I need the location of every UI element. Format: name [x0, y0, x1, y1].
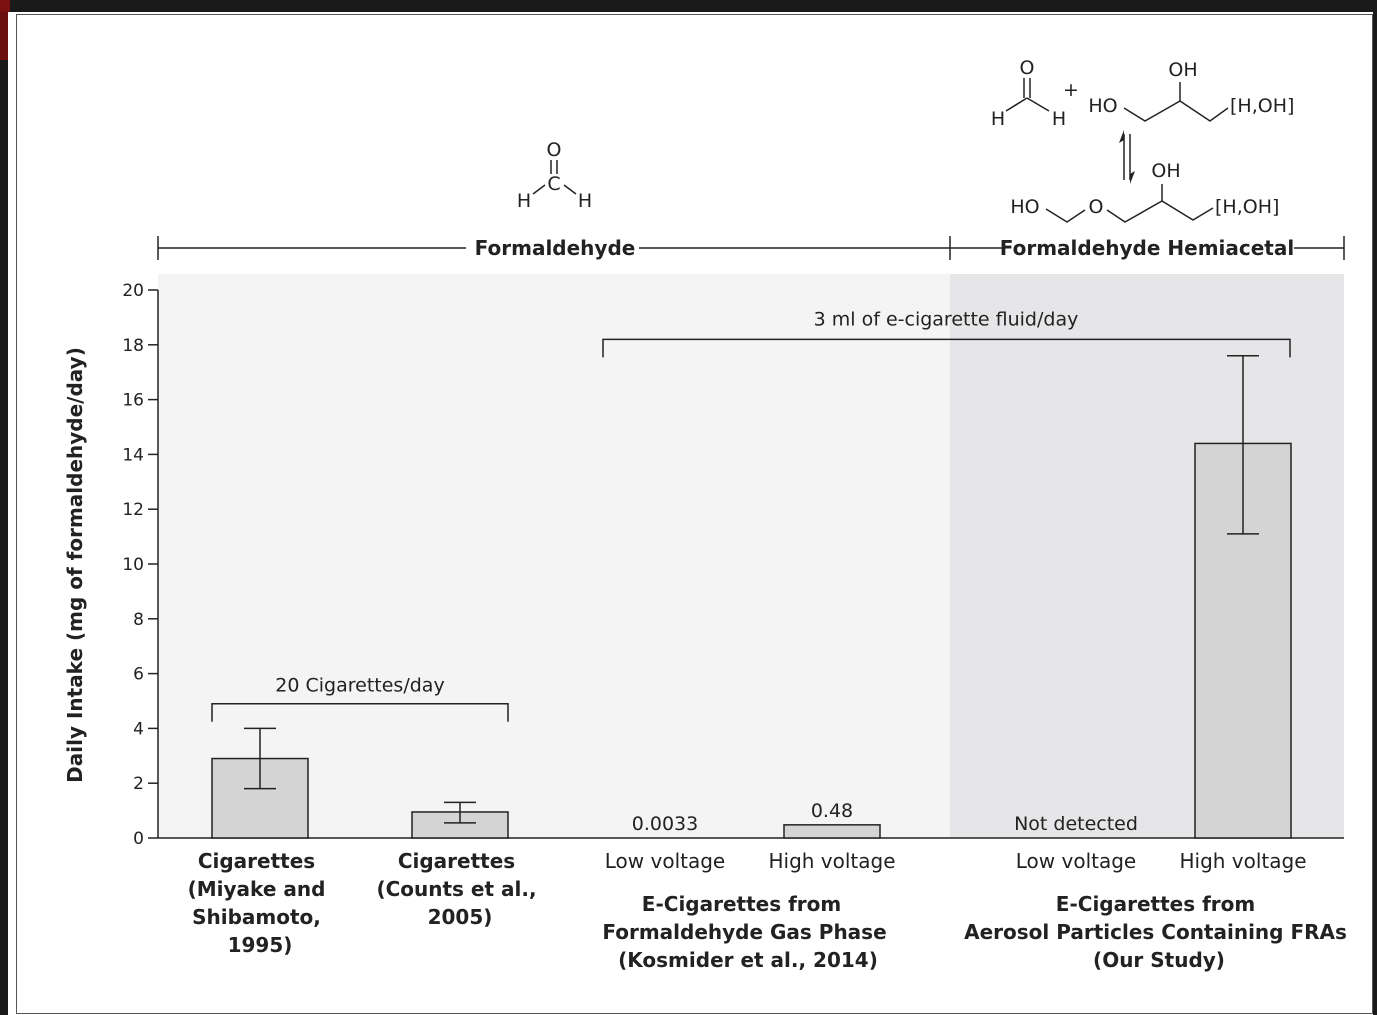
bar-value-label: 0.0033 [632, 813, 698, 835]
right-border-bar [1373, 0, 1377, 1015]
formaldehyde-hydrogen-left: H [517, 190, 531, 212]
category-label-cigarettes-counts: Cigarettes (Counts et al., 2005) [376, 849, 543, 929]
bar-value-label: Not detected [1014, 813, 1138, 835]
group-label-line: Aerosol Particles Containing FRAs [964, 920, 1347, 944]
top-border-bar [0, 0, 1377, 12]
plot-background-formaldehyde [158, 274, 950, 838]
y-axis-label: Daily Intake (mg of formaldehyde/day) [63, 347, 87, 783]
bracket-cigarettes: 20 Cigarettes/day [211, 675, 509, 722]
reactant-plus: + [1063, 79, 1079, 101]
y-tick-label: 0 [133, 829, 144, 849]
category-label-line: Cigarettes [398, 849, 515, 873]
formaldehyde-bond-left [532, 184, 546, 195]
equilibrium-arrowhead-down [1130, 171, 1135, 184]
category-label-aerosol-high: High voltage [1179, 849, 1306, 873]
y-tick-label: 20 [122, 281, 144, 301]
y-tick-label: 6 [133, 665, 144, 685]
glycol-rgroup: [H,OH] [1230, 95, 1294, 117]
left-border-accent [0, 0, 8, 60]
category-label-cigarettes-miyake: Cigarettes (Miyake and Shibamoto, 1995) [188, 849, 333, 957]
y-tick-label: 14 [122, 445, 144, 465]
bracket-ecig-fluid-line [602, 338, 1291, 358]
hemiacetal-o: O [1089, 196, 1104, 218]
group-label-line: E-Cigarettes from [1056, 892, 1255, 916]
category-label-line: (Miyake and [188, 877, 326, 901]
top-border-accent [0, 0, 10, 12]
group-label-line: (Kosmider et al., 2014) [618, 948, 878, 972]
bracket-ecig-fluid-label: 3 ml of e-cigarette fluid/day [814, 308, 1079, 330]
hemiacetal-chain-b [1106, 200, 1214, 223]
bracket-ecig-fluid: 3 ml of e-cigarette fluid/day [602, 308, 1291, 358]
hemiacetal-rgroup: [H,OH] [1215, 196, 1279, 218]
reactant-ch-bond-left [1005, 97, 1028, 112]
category-label-line: Cigarettes [198, 849, 315, 873]
y-tick-label: 4 [133, 719, 144, 739]
bracket-cigarettes-line [211, 702, 509, 722]
bracket-cigarettes-label: 20 Cigarettes/day [275, 675, 444, 697]
y-tick-label: 12 [122, 500, 144, 520]
bar-value-label: 0.48 [811, 800, 853, 822]
hemiacetal-chain-a [1045, 208, 1086, 223]
category-label-line: Shibamoto, [192, 905, 321, 929]
y-tick-label: 10 [122, 555, 144, 575]
glycol-oh: OH [1168, 59, 1197, 81]
category-labels: Cigarettes (Miyake and Shibamoto, 1995) … [188, 849, 1354, 972]
reactant-hydrogen-right: H [1052, 108, 1066, 130]
group-label-line: E-Cigarettes from [642, 892, 841, 916]
hemiacetal-structures: O H H + HO OH [H,OH] HO O OH [H,OH] [991, 57, 1294, 223]
section-title-hemiacetal: Formaldehyde Hemiacetal [1000, 236, 1294, 260]
section-title-formaldehyde: Formaldehyde [475, 236, 636, 260]
y-tick-label: 2 [133, 774, 144, 794]
formaldehyde-hydrogen-right: H [578, 190, 592, 212]
y-tick-label: 16 [122, 391, 144, 411]
category-label-gas-high: High voltage [768, 849, 895, 873]
group-label-gas-phase: E-Cigarettes from Formaldehyde Gas Phase… [602, 892, 893, 972]
group-label-line: Formaldehyde Gas Phase [602, 920, 886, 944]
reactant-ch-bond-right [1026, 97, 1050, 112]
y-tick-label: 18 [122, 336, 144, 356]
equilibrium-arrowhead-up [1119, 130, 1124, 143]
category-label-gas-low: Low voltage [605, 849, 725, 873]
category-label-aerosol-low: Low voltage [1016, 849, 1136, 873]
hemiacetal-oh: OH [1151, 160, 1180, 182]
glycol-chain [1123, 100, 1229, 122]
category-label-line: 2005) [428, 905, 493, 929]
bar [783, 824, 881, 839]
category-label-line: 1995) [228, 933, 293, 957]
y-tick-label: 8 [133, 610, 144, 630]
left-border-bar [0, 0, 8, 1015]
formaldehyde-structure: O C H H [517, 139, 592, 212]
formaldehyde-bond-right [563, 184, 577, 195]
formaldehyde-oxygen: O [547, 139, 562, 161]
hemiacetal-ho: HO [1010, 196, 1039, 218]
group-label-aerosol: E-Cigarettes from Aerosol Particles Cont… [964, 892, 1354, 972]
reactant-oxygen: O [1020, 57, 1035, 79]
formaldehyde-carbon: C [547, 173, 560, 195]
category-label-line: (Counts et al., [376, 877, 536, 901]
reactant-hydrogen-left: H [991, 108, 1005, 130]
group-label-line: (Our Study) [1093, 948, 1225, 972]
glycol-ho: HO [1088, 95, 1117, 117]
